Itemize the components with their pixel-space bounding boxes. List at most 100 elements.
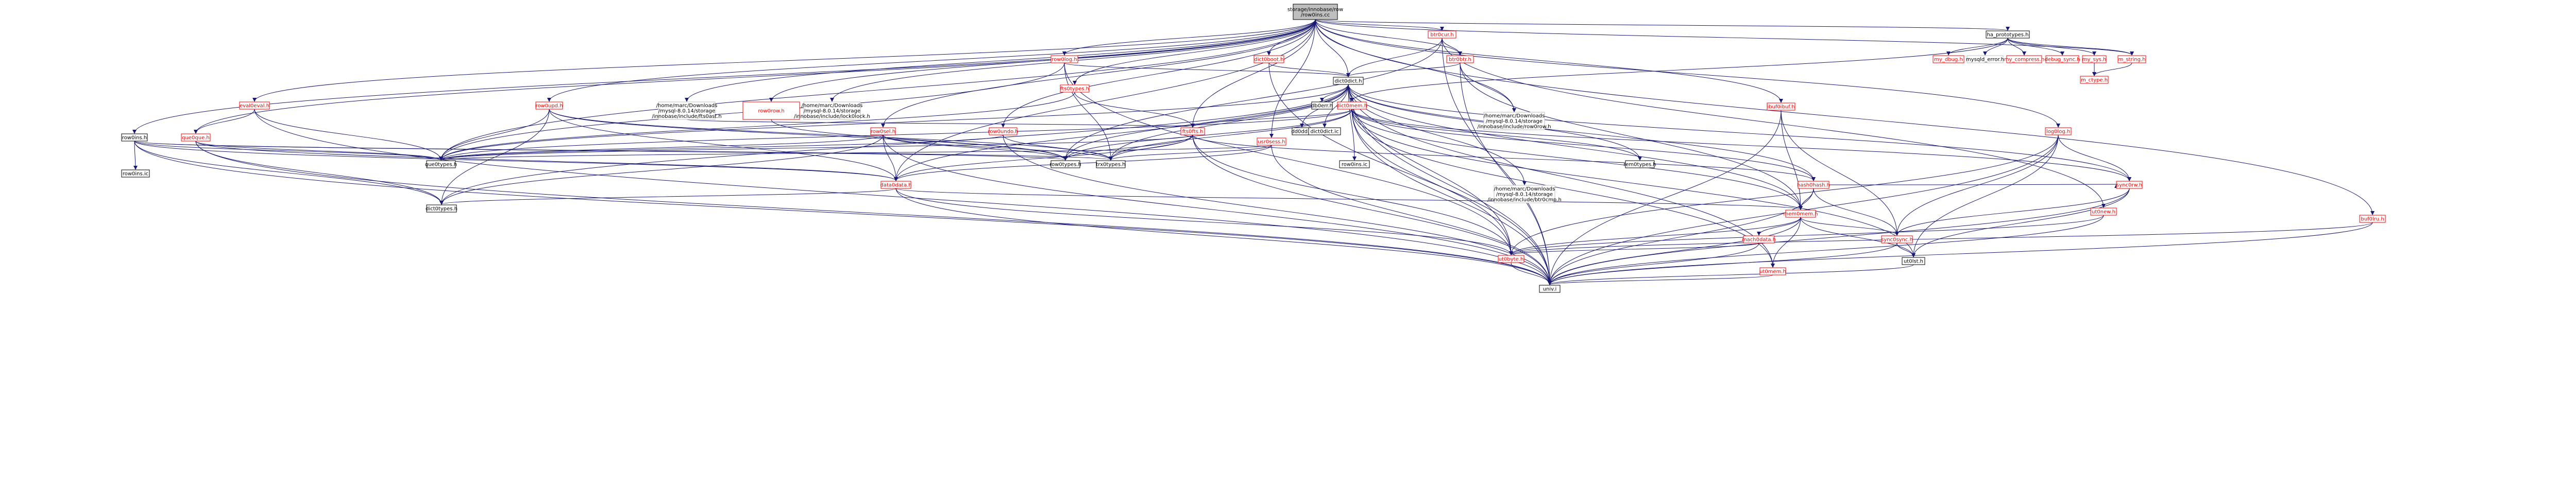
node-fts0ast_inc[interactable]: /home/marc/Downloads/mysql-8.0.14/storag… xyxy=(1487,185,1562,203)
node-mem0mem[interactable]: mem0mem.h xyxy=(1783,210,1818,218)
node-label: dict0dict.ic xyxy=(1311,129,1339,135)
node-sync0rw[interactable]: sync0rw.h xyxy=(2116,181,2143,189)
node-btr0cur[interactable]: btr0cur.h xyxy=(1428,30,1456,39)
edge-row0upd-to-que0types xyxy=(439,109,550,161)
node-label: mysqld_error.h xyxy=(1966,57,2004,63)
node-label: /mysql-8.0.14/storage xyxy=(1486,119,1543,125)
node-my_compress[interactable]: my_compress.h xyxy=(2004,55,2044,63)
node-trx0types[interactable]: trx0types.h xyxy=(1096,160,1126,168)
edge-row0ins-to-univ xyxy=(134,141,1552,285)
node-buf0lru[interactable]: buf0lru.h xyxy=(2359,215,2386,223)
node-row0ins_ic[interactable]: row0ins.ic xyxy=(121,169,150,178)
edge-root-to-que0que xyxy=(194,19,1316,134)
node-box xyxy=(1428,30,1456,39)
edge-dict0dict-to-ut0mem xyxy=(1348,84,1775,268)
node-label: row0ins.ic xyxy=(123,171,148,177)
node-db0err[interactable]: db0err.h xyxy=(1311,101,1333,110)
edge-fts0fts-to-hash0hash xyxy=(1192,134,1816,181)
node-row0row[interactable]: row0row.h xyxy=(742,101,800,120)
node-row0types[interactable]: row0types.h xyxy=(1049,160,1081,168)
node-sync0sync[interactable]: sync0sync.h xyxy=(1881,235,1913,244)
node-dict0mem[interactable]: dict0mem.h xyxy=(1336,101,1367,110)
node-log0log[interactable]: log0log.h xyxy=(2045,127,2072,135)
node-fts0types[interactable]: fts0types.h xyxy=(1060,84,1090,93)
node-ha_prototypes[interactable]: ha_prototypes.h xyxy=(1986,30,2030,39)
node-box xyxy=(1293,4,1338,20)
node-label: /mysql-8.0.14/storage xyxy=(804,109,860,114)
node-m_ctype[interactable]: m_ctype.h xyxy=(2080,76,2109,84)
node-box xyxy=(2359,215,2386,223)
node-box xyxy=(121,169,150,178)
edge-ibuf0ibuf-to-univ xyxy=(1548,110,1782,285)
node-mach0data[interactable]: mach0data.h xyxy=(1742,235,1776,244)
node-eval0eval[interactable]: eval0eval.h xyxy=(239,101,270,110)
node-ut0byte[interactable]: ut0byte.h xyxy=(1498,255,1524,263)
node-label: buf0lru.h xyxy=(2361,217,2384,222)
node-row0undo[interactable]: row0undo.h xyxy=(988,127,1019,135)
node-row0log[interactable]: row0log.h xyxy=(1050,55,1078,63)
node-dict0dict[interactable]: dict0dict.h xyxy=(1333,77,1364,85)
node-root[interactable]: storage/innobase/row/row0ins.cc xyxy=(1287,4,1343,20)
edge-btr0btr-to-mem0mem xyxy=(1460,62,1803,210)
node-row0sel[interactable]: row0sel.h xyxy=(870,127,896,135)
node-label: storage/innobase/row xyxy=(1287,7,1343,12)
node-ibuf0ibuf[interactable]: ibuf0ibuf.h xyxy=(1767,102,1795,111)
node-label: eval0eval.h xyxy=(240,103,269,109)
node-mysqld_error[interactable]: mysqld_error.h xyxy=(1966,55,2004,63)
edge-root-to-row0upd xyxy=(547,19,1316,102)
edge-root-to-buf0lru xyxy=(1315,19,2375,215)
node-fts0fts[interactable]: fts0fts.h xyxy=(1180,127,1205,135)
node-my_dbug[interactable]: my_dbug.h xyxy=(1933,55,1964,63)
node-label: my_dbug.h xyxy=(1934,57,1963,63)
node-box xyxy=(1759,267,1786,275)
node-lock_inc[interactable]: /home/marc/Downloads/mysql-8.0.14/storag… xyxy=(794,101,870,120)
node-debug_sync[interactable]: debug_sync.h xyxy=(2044,55,2080,63)
node-row0mysql_inc[interactable]: /home/marc/Downloads/mysql-8.0.14/storag… xyxy=(1477,112,1551,130)
edge-fts0ast-to-fts0fts xyxy=(686,119,1194,128)
node-box xyxy=(2006,55,2042,63)
edge-root-to-row0undo xyxy=(1001,19,1316,128)
node-label: row0row.h xyxy=(758,109,784,114)
edge-dict0mem-to-que0types xyxy=(439,109,1352,161)
edge-root-to-fts0fts xyxy=(1191,19,1316,128)
node-row0ins_c2[interactable]: row0ins.ic xyxy=(1339,160,1370,168)
node-box xyxy=(1339,160,1370,168)
node-box xyxy=(1050,55,1078,63)
node-box xyxy=(426,204,457,213)
edge-dict0dict-to-mem0mem xyxy=(1348,84,1803,210)
node-fts0ast[interactable]: /home/marc/Downloads/mysql-8.0.14/storag… xyxy=(652,101,722,120)
node-box xyxy=(1967,55,2004,63)
node-ut0mem[interactable]: ut0mem.h xyxy=(1759,267,1786,275)
edge-ha_prototypes-to-debug_sync xyxy=(2007,38,2064,56)
edge-root-to-ibuf0ibuf xyxy=(1315,19,1783,103)
node-dict0types[interactable]: dict0types.h xyxy=(426,204,457,213)
node-ut0lst[interactable]: ut0lst.h xyxy=(1902,257,1925,265)
node-data0data[interactable]: data0data.h xyxy=(880,181,912,189)
node-que0que[interactable]: que0que.h xyxy=(181,133,211,142)
node-ut0new[interactable]: ut0new.h xyxy=(2090,207,2117,216)
edge-root-to-btr0btr xyxy=(1315,19,1462,56)
edge-root-to-que0types xyxy=(439,19,1316,161)
node-row0ins[interactable]: row0ins.h xyxy=(121,133,148,142)
edge-mem0mem-to-ut0lst xyxy=(1800,217,1916,257)
node-que0types[interactable]: que0types.h xyxy=(425,160,457,168)
node-univ[interactable]: univ.i xyxy=(1539,285,1561,293)
node-label: dict0mem.h xyxy=(1336,103,1367,109)
node-my_sys[interactable]: my_sys.h xyxy=(2082,55,2107,63)
node-label: row0types.h xyxy=(1049,162,1081,168)
node-rem0types[interactable]: rem0types.h xyxy=(1623,160,1656,168)
node-hash0hash[interactable]: hash0hash.h xyxy=(1797,181,1830,189)
node-row0upd[interactable]: row0upd.h xyxy=(535,101,563,110)
node-box xyxy=(1881,235,1913,244)
node-m_string[interactable]: m_string.h xyxy=(2117,55,2146,63)
node-usr0sess[interactable]: usr0sess.h xyxy=(1257,137,1286,146)
node-box xyxy=(1539,285,1561,293)
node-dict0boot[interactable]: dict0boot.h xyxy=(1253,55,1284,63)
node-dict0dict_ic[interactable]: dict0dict.ic xyxy=(1308,127,1341,135)
edge-mem0mem-to-ut0byte xyxy=(1509,217,1801,255)
node-btr0btr[interactable]: btr0btr.h xyxy=(1446,55,1474,63)
node-label: ha_prototypes.h xyxy=(1987,32,2029,38)
edge-dict0dict-to-que0types xyxy=(439,84,1349,161)
node-label: usr0sess.h xyxy=(1258,140,1285,145)
node-label: ut0mem.h xyxy=(1759,269,1786,275)
